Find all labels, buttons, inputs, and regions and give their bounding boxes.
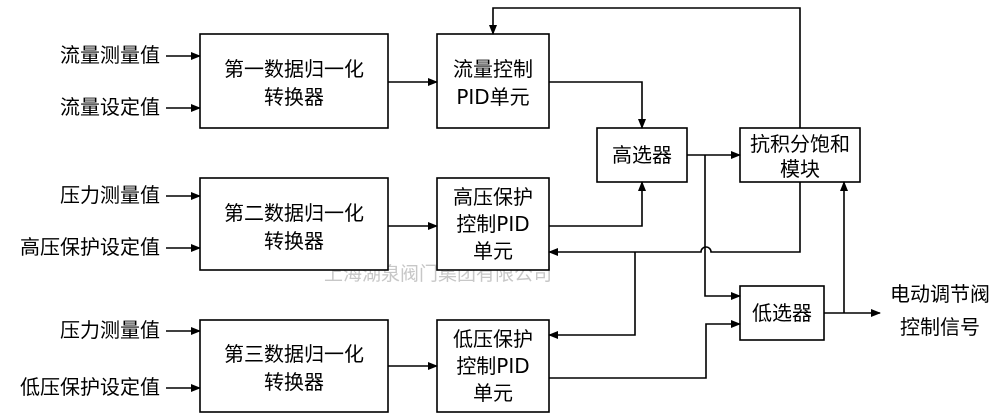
- svg-text:抗积分饱和: 抗积分饱和: [750, 132, 850, 156]
- svg-text:单元: 单元: [473, 239, 513, 263]
- norm1-text: 第一数据归一化 转换器: [224, 57, 364, 109]
- svg-text:电动调节阀: 电动调节阀: [890, 282, 990, 306]
- svg-text:模块: 模块: [780, 157, 820, 181]
- connection-lines: [388, 7, 881, 379]
- low-selector-block: [739, 285, 825, 341]
- norm2-block: [199, 177, 389, 271]
- output-label: 电动调节阀 控制信号: [890, 282, 990, 339]
- norm2-text: 第二数据归一化 转换器: [224, 201, 364, 253]
- svg-text:第三数据归一化: 第三数据归一化: [224, 342, 364, 366]
- flow-pid-text: 流量控制 PID单元: [453, 57, 533, 109]
- svg-text:第二数据归一化: 第二数据归一化: [224, 201, 364, 225]
- svg-text:第一数据归一化: 第一数据归一化: [224, 57, 364, 81]
- input-low-pressure-setpoint: 低压保护设定值: [20, 375, 160, 399]
- flow-pid-block: [436, 33, 550, 129]
- anti-windup-text: 抗积分饱和 模块: [750, 132, 850, 181]
- high-selector-text: 高选器: [612, 143, 672, 167]
- svg-text:单元: 单元: [473, 381, 513, 405]
- svg-text:转换器: 转换器: [264, 370, 324, 394]
- norm1-block: [199, 33, 389, 129]
- svg-text:转换器: 转换器: [264, 229, 324, 253]
- input-flow-setpoint: 流量设定值: [60, 95, 160, 119]
- svg-text:流量控制: 流量控制: [453, 57, 533, 81]
- svg-text:PID单元: PID单元: [456, 85, 529, 109]
- input-pressure-measured-2: 压力测量值: [60, 318, 160, 342]
- svg-text:高压保护: 高压保护: [453, 185, 533, 209]
- hp-pid-text: 高压保护 控制PID 单元: [453, 185, 533, 263]
- input-high-pressure-setpoint: 高压保护设定值: [20, 235, 160, 259]
- svg-text:低压保护: 低压保护: [453, 327, 533, 351]
- input-arrows: [166, 52, 201, 392]
- svg-text:控制信号: 控制信号: [900, 315, 980, 339]
- input-pressure-measured-1: 压力测量值: [60, 183, 160, 207]
- svg-text:控制PID: 控制PID: [456, 212, 529, 236]
- norm3-text: 第三数据归一化 转换器: [224, 342, 364, 394]
- svg-text:控制PID: 控制PID: [456, 354, 529, 378]
- lp-pid-block: [436, 319, 550, 413]
- svg-text:转换器: 转换器: [264, 85, 324, 109]
- low-selector-text: 低选器: [752, 301, 812, 325]
- norm3-block: [199, 319, 389, 413]
- input-flow-measured: 流量测量值: [60, 43, 160, 67]
- hp-pid-block: [436, 177, 550, 271]
- lp-pid-text: 低压保护 控制PID 单元: [453, 327, 533, 405]
